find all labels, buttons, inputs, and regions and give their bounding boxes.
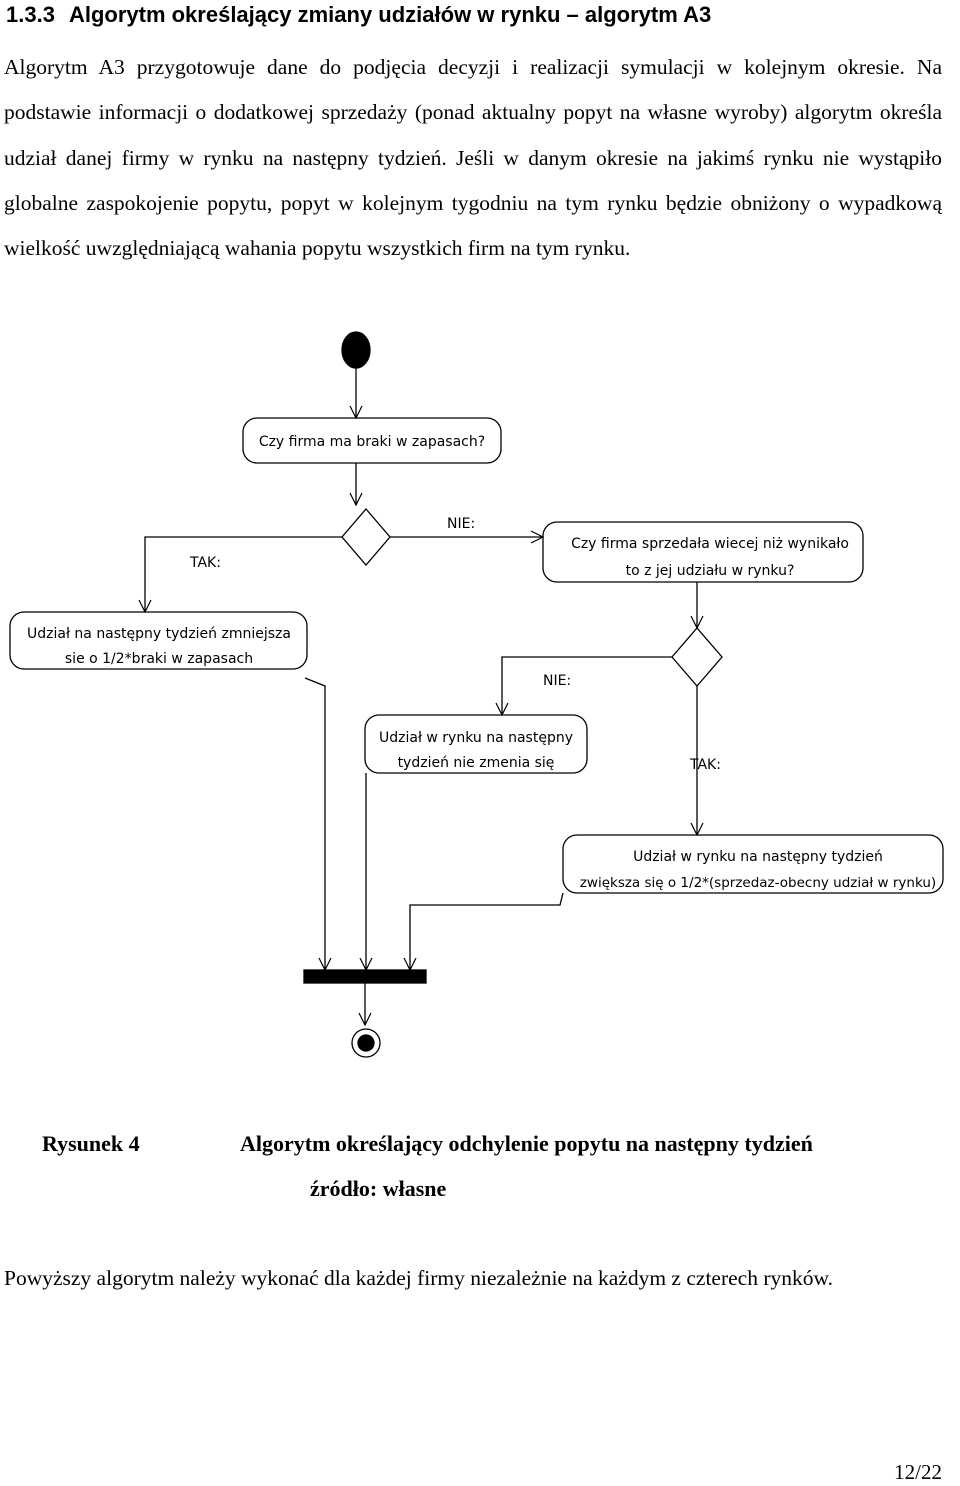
label-no-2: NIE: [543, 673, 571, 689]
label-yes-2: TAK: [689, 757, 721, 773]
decision-diamond-1 [341, 508, 391, 566]
figure-source: źródło: własne [310, 1176, 447, 1201]
decision-diamond-2 [671, 627, 723, 687]
question-sales-line2: to z jej udziału w rynku? [626, 563, 795, 579]
start-node [341, 331, 371, 369]
join-bar [303, 969, 427, 984]
action-share-unchanged-box [364, 714, 588, 774]
intro-paragraph: Algorytm A3 przygotowuje dane do podjęci… [4, 55, 942, 261]
increase-share-line2: zwiększa się o 1/2*(sprzedaz-obecny udzi… [580, 875, 936, 891]
decrease-share-line1: Udział na następny tydzień zmniejsza [27, 626, 291, 642]
decision-question-sales-box [542, 521, 864, 583]
figure-title: Algorytm określający odchylenie popytu n… [240, 1131, 813, 1156]
end-node-ring [351, 1028, 381, 1058]
activity-diagram: Czy firma ma braki w zapasach? Czy firma… [9, 331, 944, 1058]
label-yes-1: TAK: [189, 555, 221, 571]
label-no-1: NIE: [447, 516, 475, 532]
section-title: Algorytm określający zmiany udziałów w r… [68, 2, 712, 27]
action-decrease-share-box [9, 611, 308, 670]
action-increase-share-box [562, 834, 944, 894]
decrease-share-line2: sie o 1/2*braki w zapasach [65, 651, 253, 667]
closing-paragraph: Powyższy algorytm należy wykonać dla każ… [4, 1266, 833, 1290]
page-number: 12/22 [894, 1460, 942, 1484]
increase-share-line1: Udział w rynku na następny tydzień [633, 849, 883, 865]
decision-question-stock-box [242, 417, 502, 464]
question-sales-line1: Czy firma sprzedała wiecej niż wynikało [571, 536, 849, 552]
section-heading: 1.3.3 Algorytm określający zmiany udziałó… [6, 0, 711, 30]
figure-label: Rysunek 4 [42, 1131, 140, 1156]
unchanged-share-line1: Udział w rynku na następny [379, 730, 573, 746]
end-node-dot [357, 1034, 375, 1052]
question-stock-text: Czy firma ma braki w zapasach? [259, 434, 485, 450]
section-number: 1.3.3 [6, 2, 55, 27]
unchanged-share-line2: tydzień nie zmenia się [398, 755, 555, 771]
